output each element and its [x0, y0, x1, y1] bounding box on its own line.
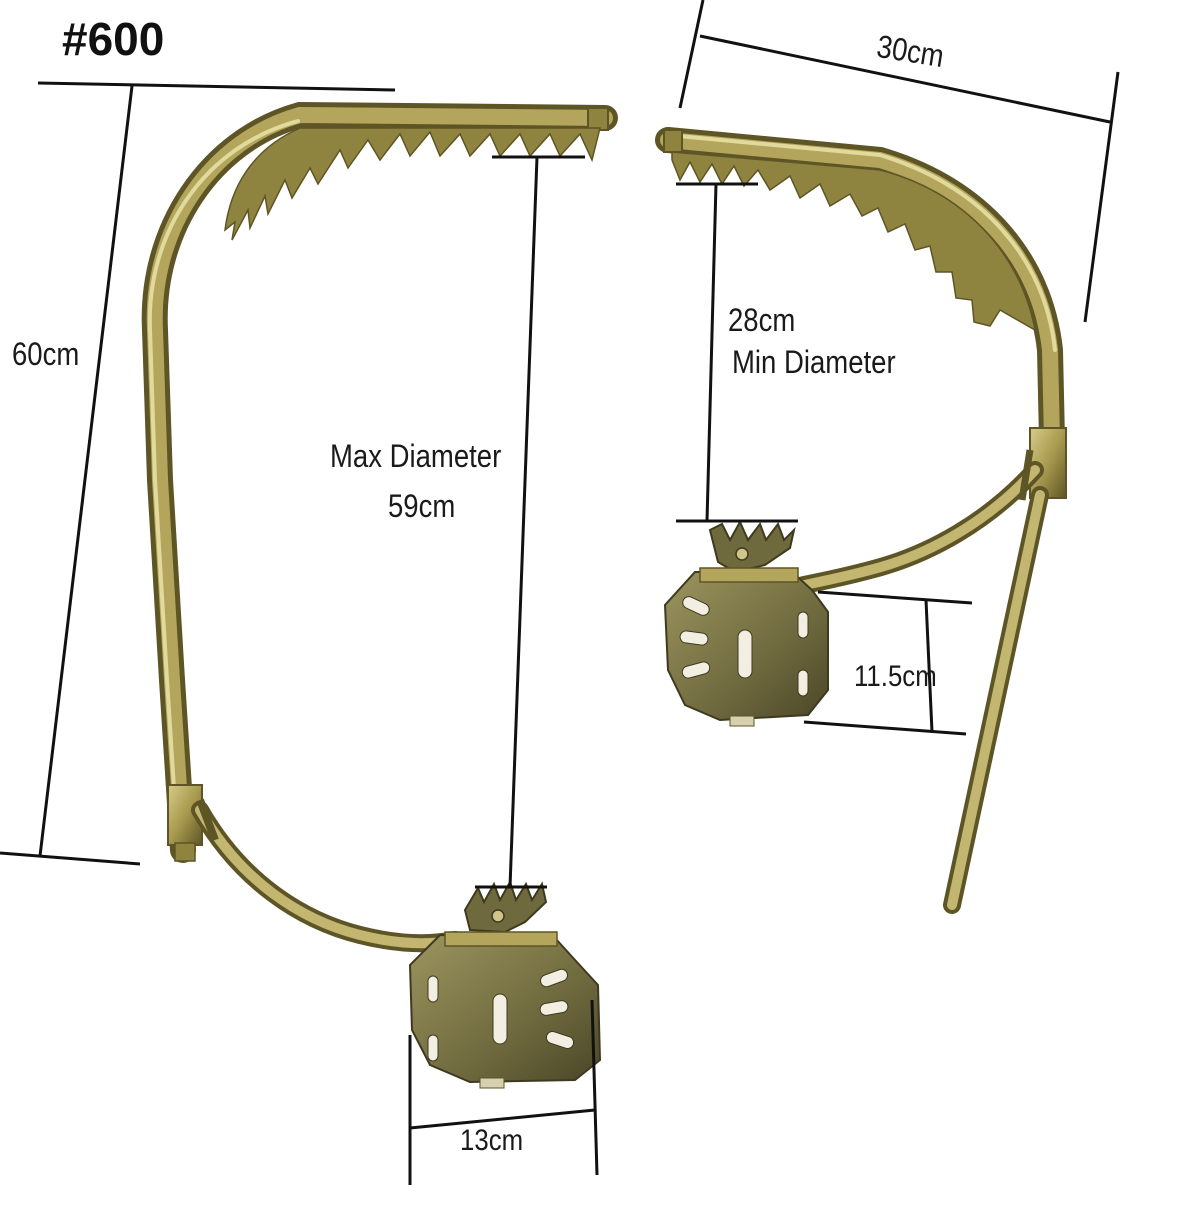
height-dim-top-tick	[37, 81, 396, 92]
min-diameter-label: Min Diameter	[732, 344, 896, 380]
height-dim-bottom-tick	[0, 851, 141, 866]
pedal-height-line	[924, 599, 934, 733]
pedal-width-right-tick	[590, 999, 599, 1176]
height-dim-line	[38, 85, 134, 857]
right-climber	[655, 127, 1067, 914]
pedal-height-bottom-tick	[803, 720, 967, 736]
min-diameter-value: 28cm	[728, 302, 796, 338]
max-diam-line	[508, 156, 539, 888]
min-diam-line	[705, 183, 718, 522]
model-number: #600	[62, 13, 165, 65]
left-climber	[141, 101, 618, 1089]
pedal-height-label: 11.5cm	[854, 660, 937, 693]
height-label: 60cm	[12, 336, 80, 372]
right-teeth	[671, 151, 1037, 332]
max-diameter-value: 59cm	[388, 488, 456, 524]
right-pedal-spike	[708, 519, 796, 574]
width-dim-right-tick	[1083, 71, 1120, 323]
pedal-width-label: 13cm	[460, 1124, 524, 1157]
right-foot-arm	[791, 461, 1044, 595]
width-dim-left-tick	[678, 0, 705, 109]
dimension-lines	[0, 0, 1120, 1185]
left-pedal-spike	[463, 879, 548, 934]
width-dim-line	[699, 34, 1111, 124]
max-diameter-label: Max Diameter	[330, 438, 502, 474]
left-hoop-tube	[141, 101, 618, 863]
pedal-width-line	[409, 1108, 596, 1130]
pedal-height-top-tick	[817, 590, 973, 605]
left-teeth	[224, 127, 601, 241]
